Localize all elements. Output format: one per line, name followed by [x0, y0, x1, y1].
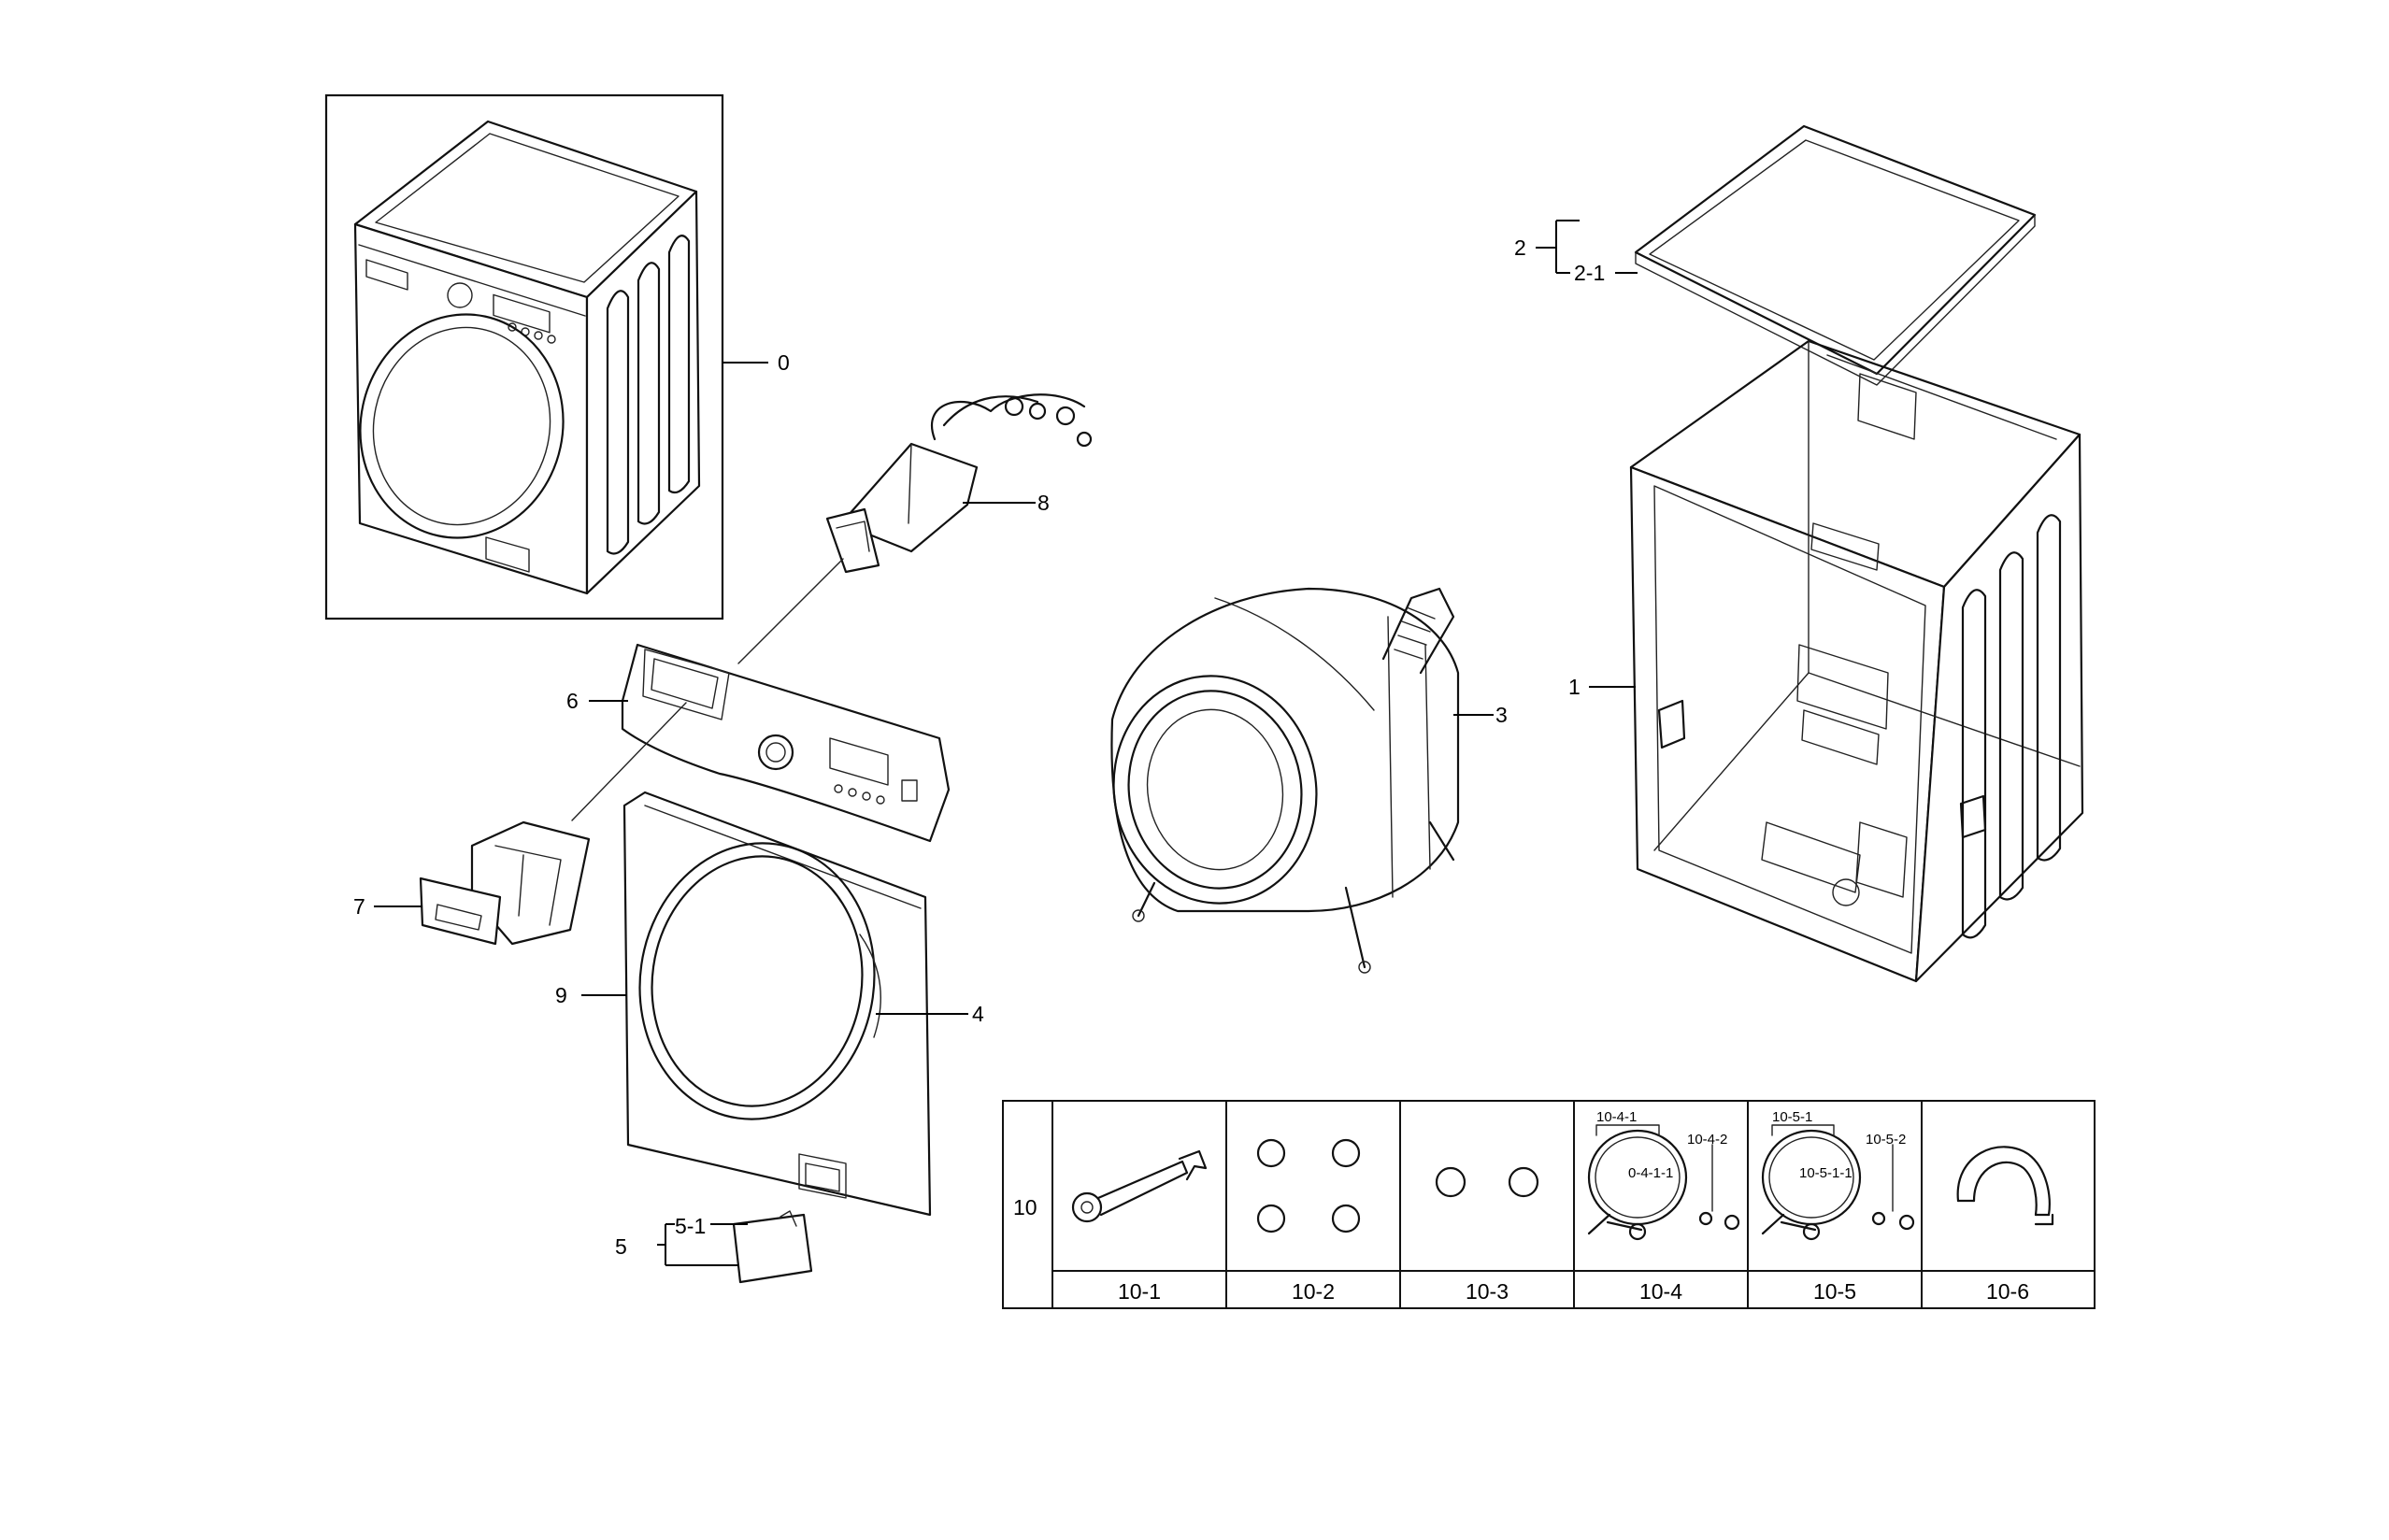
label-10-4-2: 10-4-2 [1687, 1132, 1727, 1148]
inlet-hose-icon [1761, 1124, 1915, 1241]
kit-caption-10-3: 10-3 [1466, 1279, 1509, 1304]
kit-caption-10-2: 10-2 [1292, 1279, 1335, 1304]
label-8: 8 [1037, 491, 1050, 515]
dispenser-housing [825, 393, 1093, 574]
inlet-hose-icon [1587, 1124, 1740, 1241]
detergent-drawer [419, 820, 591, 946]
label-9: 9 [555, 983, 567, 1007]
cabinet [1629, 339, 2084, 983]
assembled-washer [324, 93, 724, 620]
label-6: 6 [566, 689, 579, 713]
kit-caption-10-6: 10-6 [1986, 1279, 2029, 1304]
tub-assembly [1110, 587, 1460, 974]
label-4: 4 [972, 1002, 984, 1026]
accessory-kit-table: 10 10-4-1 10-4-2 0-4-1-1 [1002, 1100, 2096, 1309]
control-panel [621, 643, 951, 843]
hose-guide-icon [1956, 1146, 2054, 1226]
kit-caption-10-4: 10-4 [1639, 1279, 1682, 1304]
label-10-4-1: 10-4-1 [1596, 1109, 1637, 1125]
label-7: 7 [353, 894, 365, 919]
filter-cover [732, 1210, 813, 1284]
label-2-1: 2-1 [1574, 261, 1605, 285]
label-0: 0 [778, 350, 790, 375]
spanner-icon [1071, 1149, 1208, 1223]
kit-caption-10-5: 10-5 [1813, 1279, 1856, 1304]
label-0-4-1-1: 0-4-1-1 [1628, 1165, 1673, 1181]
label-5: 5 [615, 1234, 627, 1259]
caps-set-of-two-icon [1435, 1166, 1539, 1198]
label-10: 10 [1013, 1195, 1037, 1219]
kit-caption-10-1: 10-1 [1118, 1279, 1161, 1304]
front-panel [622, 791, 932, 1217]
label-1: 1 [1568, 675, 1581, 699]
label-10-5-1-1: 10-5-1-1 [1799, 1165, 1853, 1181]
label-2: 2 [1514, 235, 1526, 260]
top-cover [1634, 124, 2037, 386]
label-10-5-1: 10-5-1 [1772, 1109, 1812, 1125]
caps-set-of-four-icon [1256, 1138, 1361, 1233]
label-10-5-2: 10-5-2 [1866, 1132, 1906, 1148]
label-5-1: 5-1 [675, 1214, 706, 1238]
label-3: 3 [1495, 703, 1508, 727]
